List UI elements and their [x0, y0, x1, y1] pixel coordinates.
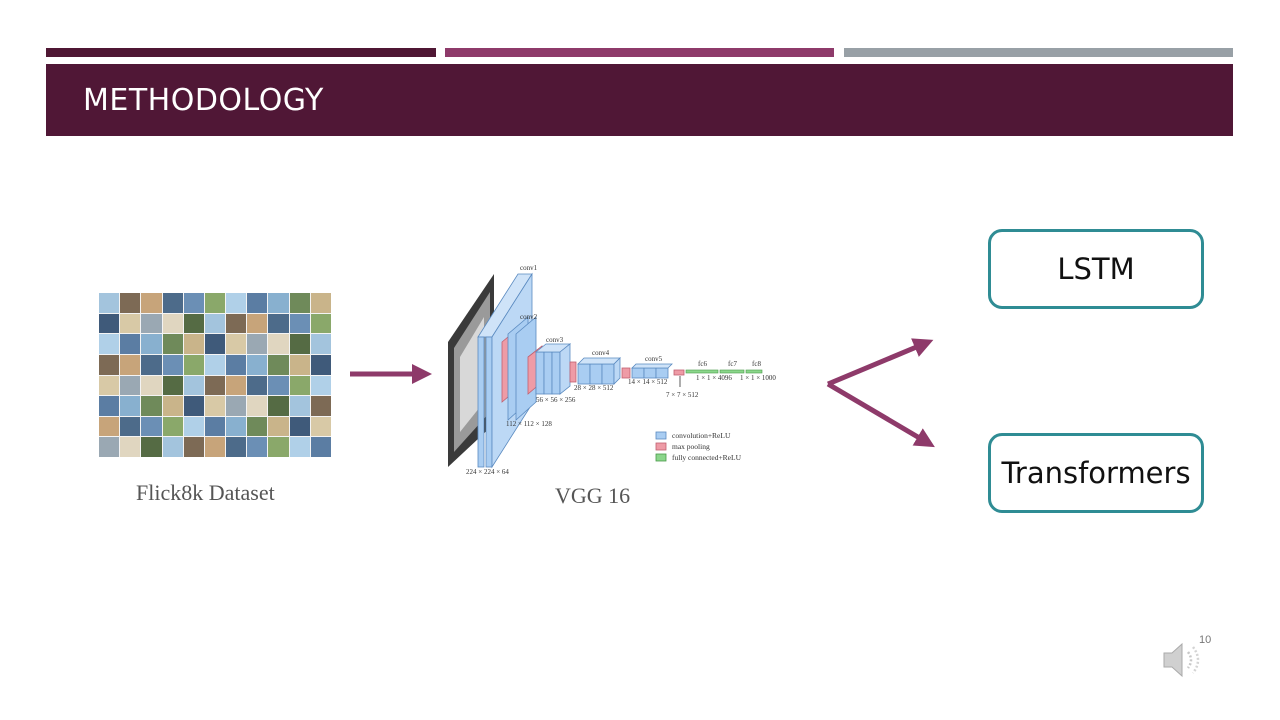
dim-7: 7 × 7 × 512	[666, 391, 699, 399]
conv4-block	[578, 364, 590, 384]
label-fc7: fc7	[728, 360, 737, 368]
fc7-block	[720, 370, 744, 373]
label-conv4: conv4	[592, 349, 610, 357]
conv5-block	[632, 368, 644, 378]
dim-56: 56 × 56 × 256	[536, 396, 576, 404]
label-fc8: fc8	[752, 360, 761, 368]
dim-1000: 1 × 1 × 1000	[740, 374, 776, 382]
legend-conv: convolution+ReLU	[672, 431, 731, 440]
transformers-box: Transformers	[988, 433, 1204, 513]
dim-14: 14 × 14 × 512	[628, 378, 668, 386]
arrow-to-lstm	[828, 343, 926, 384]
label-conv3: conv3	[546, 336, 564, 344]
arrow-to-transformers	[828, 384, 928, 443]
label-conv1: conv1	[520, 264, 538, 272]
label-conv2: conv2	[520, 313, 538, 321]
lstm-box: LSTM	[988, 229, 1204, 309]
dim-112: 112 × 112 × 128	[506, 420, 552, 428]
conv3-block	[536, 352, 544, 394]
legend-pool: max pooling	[672, 442, 710, 451]
dim-224: 224 × 224 × 64	[466, 468, 509, 476]
fc8-block	[746, 370, 762, 373]
vgg16-architecture-diagram: conv1 conv2 conv3 conv4 conv5 fc6 fc7 fc…	[440, 262, 790, 482]
legend-fc: fully connected+ReLU	[672, 453, 742, 462]
dim-4096: 1 × 1 × 4096	[696, 374, 732, 382]
dim-28: 28 × 28 × 512	[574, 384, 614, 392]
speaker-icon[interactable]	[1160, 638, 1208, 682]
model-caption: VGG 16	[555, 483, 630, 509]
label-fc6: fc6	[698, 360, 707, 368]
vgg-legend: convolution+ReLU max pooling fully conne…	[656, 431, 742, 462]
label-conv5: conv5	[645, 355, 663, 363]
fc6-block	[686, 370, 718, 373]
